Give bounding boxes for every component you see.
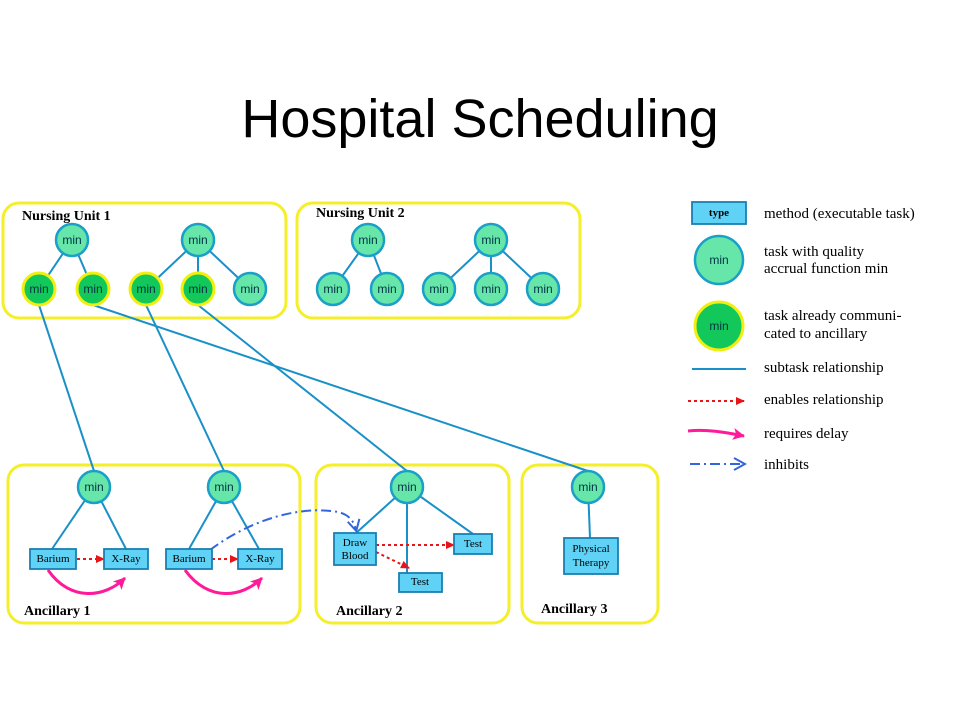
svg-text:enables relationship: enables relationship (764, 392, 884, 408)
svg-text:task with quality: task with quality (764, 244, 864, 260)
task-node: min (473, 271, 509, 307)
method-xray: X-Ray (237, 548, 283, 570)
task-node: min (180, 222, 216, 258)
svg-text:min: min (62, 233, 81, 247)
nursing-unit-1-box (1, 201, 288, 320)
legend-task-quality: min task with quality accrual function m… (693, 234, 889, 286)
enables-arrow (375, 551, 410, 569)
svg-text:min: min (188, 282, 207, 296)
svg-text:Physical: Physical (572, 543, 609, 555)
communicated-task-node: min (180, 271, 216, 307)
svg-text:method (executable task): method (executable task) (764, 206, 915, 222)
svg-text:min: min (323, 282, 342, 296)
legend-method: type method (executable task) (691, 201, 915, 225)
legend-enables: enables relationship (688, 392, 884, 408)
svg-text:min: min (83, 282, 102, 296)
task-node: min (473, 222, 509, 258)
svg-text:accrual function min: accrual function min (764, 261, 889, 277)
svg-text:cated to ancillary: cated to ancillary (764, 326, 868, 342)
svg-text:Barium: Barium (173, 553, 206, 565)
svg-text:min: min (533, 282, 552, 296)
cross-region-subtask-lines (38, 304, 589, 472)
svg-text:min: min (481, 282, 500, 296)
slide-title: Hospital Scheduling (241, 89, 719, 149)
method-barium: Barium (165, 548, 213, 570)
legend-inhibits: inhibits (690, 457, 809, 473)
method-physical-therapy: Physical Therapy (563, 537, 619, 575)
ancillary-2-box (314, 463, 511, 625)
svg-text:min: min (377, 282, 396, 296)
task-node: min (570, 469, 606, 505)
inhibits-arrow (209, 509, 356, 551)
nursing-subtask-lines (38, 239, 544, 290)
svg-text:requires delay: requires delay (764, 426, 849, 442)
task-node: min (206, 469, 242, 505)
svg-text:min: min (136, 282, 155, 296)
task-node: min (369, 271, 405, 307)
svg-text:min: min (578, 480, 597, 494)
task-node: min (76, 469, 112, 505)
svg-text:Therapy: Therapy (573, 557, 610, 569)
nursing-unit-1-label: Nursing Unit 1 (22, 209, 111, 224)
method-test: Test (453, 533, 493, 555)
ancillary-1-label: Ancillary 1 (24, 604, 91, 619)
svg-text:Barium: Barium (37, 553, 70, 565)
legend: type method (executable task) min task w… (687, 201, 915, 473)
communicated-task-node: min (21, 271, 57, 307)
task-node: min (421, 271, 457, 307)
ancillary-1-box (6, 463, 302, 625)
legend-communicated-task: min task already communi- cated to ancil… (693, 300, 901, 352)
nursing-unit-2-label: Nursing Unit 2 (316, 206, 405, 221)
ancillary-2-label: Ancillary 2 (336, 604, 403, 619)
task-node: min (232, 271, 268, 307)
requires-delay-arrow (46, 569, 127, 595)
svg-text:task already communi-: task already communi- (764, 308, 901, 324)
method-test: Test (398, 572, 443, 593)
svg-text:min: min (358, 233, 377, 247)
svg-text:min: min (481, 233, 500, 247)
svg-text:min: min (240, 282, 259, 296)
legend-requires-delay: requires delay (687, 426, 849, 442)
communicated-task-node: min (128, 271, 164, 307)
svg-text:inhibits: inhibits (764, 457, 809, 473)
svg-text:subtask relationship: subtask relationship (764, 360, 884, 376)
method-draw-blood: Draw Blood (333, 532, 377, 566)
svg-text:type: type (709, 207, 729, 219)
svg-text:Draw: Draw (343, 537, 367, 549)
method-xray: X-Ray (103, 548, 149, 570)
nursing-unit-2-box (295, 201, 582, 320)
method-barium: Barium (29, 548, 77, 570)
task-node: min (350, 222, 386, 258)
ancillary-3-label: Ancillary 3 (541, 602, 608, 617)
svg-text:min: min (214, 480, 233, 494)
svg-text:X-Ray: X-Ray (245, 553, 275, 565)
svg-text:min: min (84, 480, 103, 494)
task-node: min (389, 469, 425, 505)
svg-text:min: min (188, 233, 207, 247)
svg-text:Test: Test (411, 576, 429, 588)
ancillary-3-box (520, 463, 660, 625)
communicated-task-node: min (75, 271, 111, 307)
svg-text:min: min (709, 319, 728, 333)
svg-text:min: min (429, 282, 448, 296)
svg-text:min: min (397, 480, 416, 494)
svg-text:Test: Test (464, 538, 482, 550)
svg-text:Blood: Blood (342, 550, 369, 562)
task-node: min (525, 271, 561, 307)
legend-subtask: subtask relationship (692, 360, 884, 376)
requires-delay-arrow (183, 569, 264, 595)
svg-text:min: min (29, 282, 48, 296)
svg-text:X-Ray: X-Ray (111, 553, 141, 565)
task-node: min (54, 222, 90, 258)
task-node: min (315, 271, 351, 307)
svg-text:min: min (709, 253, 728, 267)
